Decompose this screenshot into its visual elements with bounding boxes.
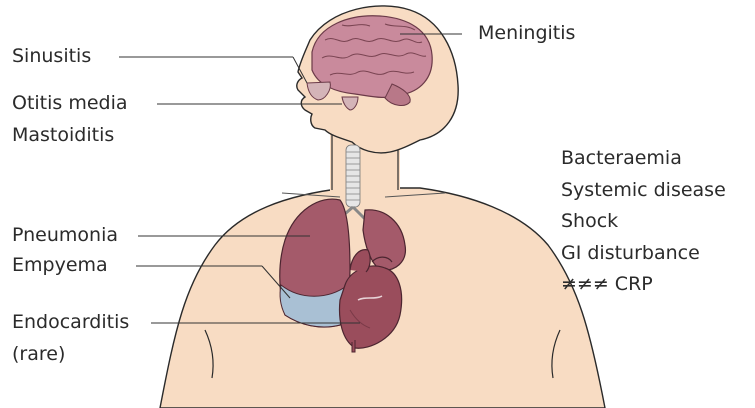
label-bacteraemia: Bacteraemia <box>561 147 682 169</box>
label-pneumonia: Pneumonia <box>12 224 118 246</box>
label-mastoiditis: Mastoiditis <box>12 124 114 146</box>
label-sinusitis: Sinusitis <box>12 45 91 67</box>
label-meningitis: Meningitis <box>478 22 575 44</box>
label-endocarditis: Endocarditis <box>12 311 129 333</box>
label-empyema: Empyema <box>12 254 108 276</box>
label-gi-disturbance: GI disturbance <box>561 242 700 264</box>
label-shock: Shock <box>561 210 618 232</box>
label-crp: ≠≠≠ CRP <box>561 273 653 295</box>
label-rare: (rare) <box>12 343 65 365</box>
label-systemic-disease: Systemic disease <box>561 179 726 201</box>
label-otitis-media: Otitis media <box>12 92 128 114</box>
